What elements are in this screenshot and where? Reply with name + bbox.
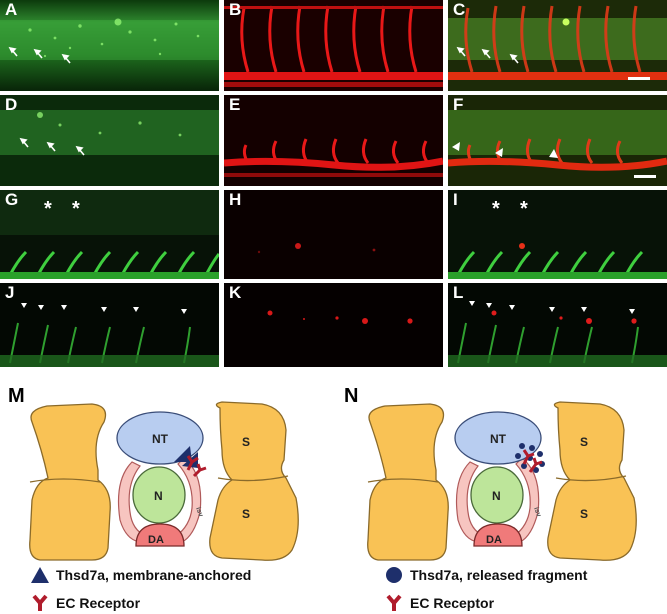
micrograph-panel-k: K: [224, 283, 443, 367]
scale-bar: [634, 175, 656, 178]
scale-bar: [628, 77, 650, 80]
legend-thsd7a-membrane: Thsd7a, membrane-anchored: [56, 567, 252, 583]
micrograph-panel-j: J: [0, 283, 219, 367]
receptor-icon: [386, 594, 402, 611]
micrograph-panel-l: L: [448, 283, 667, 367]
thsd7a-membrane-anchored: [174, 446, 192, 462]
green-fluorescence-image: [0, 283, 219, 367]
micrograph-panel-g: G * *: [0, 190, 219, 279]
panel-label-n: N: [344, 385, 359, 407]
notochord-label: N: [154, 489, 163, 503]
dorsal-aorta: [135, 523, 185, 547]
somite-label-upper: S: [580, 435, 588, 449]
dorsal-aorta: [473, 523, 523, 547]
panel-label-h: H: [229, 190, 242, 209]
green-fluorescence-image: [0, 0, 219, 91]
star-marker: *: [44, 198, 52, 220]
micrograph-panel-e: E: [224, 95, 443, 186]
merged-image: [448, 0, 667, 91]
schematic-membrane-anchored: S S isv NT N DA: [29, 401, 299, 561]
green-fluorescence-image: [0, 95, 219, 186]
panel-label-d: D: [5, 95, 18, 114]
neural-tube-label: NT: [152, 432, 169, 446]
circle-icon: [386, 567, 402, 583]
green-fluorescence-image: [0, 190, 219, 279]
somite-right: [209, 401, 299, 561]
red-fluorescence-image: [224, 190, 443, 279]
panel-label-g: G: [5, 190, 19, 209]
panel-label-k: K: [229, 283, 242, 302]
receptor-icon: [32, 594, 48, 611]
micrograph-panel-h: H: [224, 190, 443, 279]
ec-receptor: [522, 449, 535, 465]
dorsal-aorta-label: DA: [486, 534, 502, 546]
notochord: [132, 466, 186, 524]
star-marker: *: [72, 198, 80, 220]
neural-tube-label: NT: [490, 432, 507, 446]
notochord: [470, 466, 524, 524]
panel-label-j: J: [5, 283, 15, 302]
red-vasculature-image: [224, 0, 443, 91]
micrograph-panel-i: I * *: [448, 190, 667, 279]
somite-label-upper: S: [242, 435, 250, 449]
micrograph-panel-d: D: [0, 95, 219, 186]
legend-thsd7a-released: Thsd7a, released fragment: [410, 567, 588, 583]
merged-image: [448, 283, 667, 367]
neural-tube: [116, 411, 204, 465]
legend-ec-receptor: EC Receptor: [56, 595, 141, 611]
star-marker: *: [520, 198, 528, 220]
merged-image: [448, 95, 667, 186]
panel-label-m: M: [8, 385, 25, 407]
neural-tube: [454, 411, 542, 465]
isv-label: isv: [194, 506, 204, 518]
red-fluorescence-image: [224, 283, 443, 367]
micrograph-panel-c: C: [448, 0, 667, 91]
panel-label-f: F: [453, 95, 464, 114]
somite-left: [29, 403, 111, 561]
micrograph-panel-f: F: [448, 95, 667, 186]
panel-label-e: E: [229, 95, 241, 114]
panel-label-i: I: [453, 190, 458, 209]
triangle-icon: [31, 567, 49, 583]
somite-right: [547, 401, 637, 561]
isv-label: isv: [532, 506, 542, 518]
somite-left: [367, 403, 449, 561]
ec-receptor: [186, 455, 199, 471]
micrograph-panel-a: A: [0, 0, 219, 91]
micrograph-panel-b: B: [224, 0, 443, 91]
dorsal-aorta-label: DA: [148, 534, 164, 546]
panel-label-l: L: [453, 283, 464, 302]
panel-label-a: A: [5, 0, 18, 19]
schematic-released-fragment: S S isv NT N DA: [367, 401, 637, 561]
panel-label-b: B: [229, 0, 242, 19]
somite-label-lower: S: [580, 507, 588, 521]
somite-label-lower: S: [242, 507, 250, 521]
star-marker: *: [492, 198, 500, 220]
panel-label-c: C: [453, 0, 466, 19]
red-vasculature-image: [224, 95, 443, 186]
merged-image: [448, 190, 667, 279]
legend-ec-receptor: EC Receptor: [410, 595, 495, 611]
notochord-label: N: [492, 489, 501, 503]
